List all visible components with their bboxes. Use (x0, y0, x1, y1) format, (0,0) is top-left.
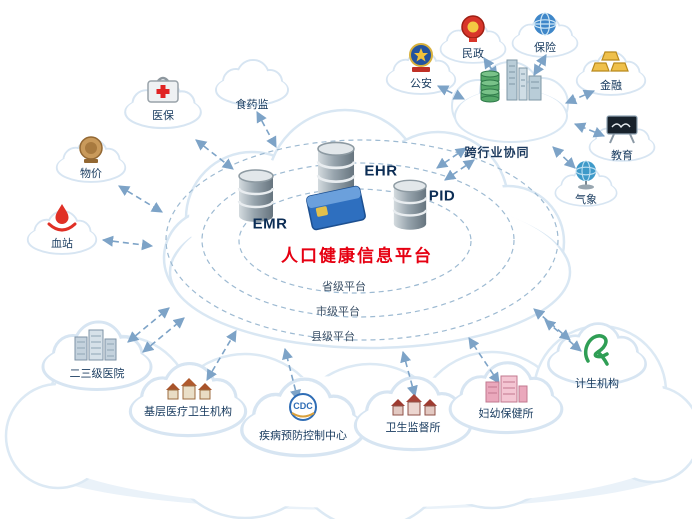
emr-label: EMR (252, 215, 288, 233)
globe-stand-icon (575, 160, 597, 190)
pid-label: PID (428, 187, 456, 205)
emr-database-icon (237, 168, 275, 224)
node-family-planning: 计生机构 (535, 326, 659, 392)
node-label: 基层医疗卫生机构 (144, 406, 232, 418)
node-label: 血站 (51, 238, 73, 250)
globe-icon (533, 12, 557, 36)
node-label: 卫生监督所 (385, 422, 441, 434)
node-civil-affairs: 民政 (411, 12, 535, 62)
level-province: 省级平台 (322, 281, 366, 293)
gold-ingots-icon (591, 51, 629, 72)
medical-case-icon (147, 76, 179, 103)
node-label: 物价 (80, 168, 102, 180)
node-label: 疾病预防控制中心 (259, 430, 347, 442)
node-pricing: 物价 (29, 132, 153, 182)
node-medical-insurance: 医保 (101, 72, 225, 124)
node-primary-care: 基层医疗卫生机构 (126, 370, 250, 420)
node-health-supervision: 卫生监督所 (351, 386, 475, 436)
node-label: 公安 (410, 78, 432, 90)
cross-industry-label: 跨行业协同 (464, 145, 530, 160)
ehr-label: EHR (364, 162, 398, 180)
level-county: 县级平台 (311, 331, 355, 343)
node-label: 民政 (462, 48, 484, 60)
node-insurance: 保险 (483, 8, 607, 56)
level-city: 市级平台 (316, 306, 360, 318)
node-cdc-center: CDC 疾病预防控制中心 (241, 390, 365, 444)
price-seal-icon (79, 136, 103, 163)
node-label: 保险 (534, 42, 556, 54)
hospital-buildings-icon (74, 329, 117, 361)
node-label: 食药监 (235, 99, 269, 111)
cdc-logo-icon: CDC (289, 393, 317, 421)
village-houses-icon (166, 378, 212, 400)
node-label: 二三级医院 (69, 368, 125, 380)
cdc-text: CDC (293, 401, 313, 411)
node-finance: 金融 (549, 44, 673, 94)
node-label: 计生机构 (575, 378, 619, 390)
green-ribbon-icon (583, 334, 609, 366)
node-public-security: 公安 (359, 40, 483, 92)
blood-drop-icon (47, 204, 77, 232)
server-buildings-icon (480, 59, 542, 103)
node-label: 教育 (611, 150, 633, 162)
cross-industry-hub (451, 48, 575, 106)
police-badge-icon (409, 43, 433, 72)
node-label: 金融 (600, 80, 622, 92)
node-food-drug-admin: 食药监 (190, 97, 314, 113)
supervision-houses-icon (391, 394, 437, 416)
node-label: 妇幼保健所 (478, 408, 534, 420)
node-label: 气象 (575, 194, 597, 206)
node-meteorology: 气象 (524, 158, 648, 208)
node-tier-hospitals: 二三级医院 (35, 322, 159, 382)
connector-arrows (101, 54, 606, 402)
node-blood-station: 血站 (0, 200, 124, 252)
pid-database-icon (392, 179, 428, 231)
pink-buildings-icon (485, 375, 528, 403)
platform-title: 人口健康信息平台 (281, 246, 433, 266)
health-card-icon (306, 185, 366, 231)
emblem-icon (461, 15, 485, 42)
blackboard-icon (606, 115, 638, 144)
node-education: 教育 (560, 110, 684, 164)
node-label: 医保 (152, 110, 174, 122)
node-mch-care: 妇幼保健所 (444, 368, 568, 422)
